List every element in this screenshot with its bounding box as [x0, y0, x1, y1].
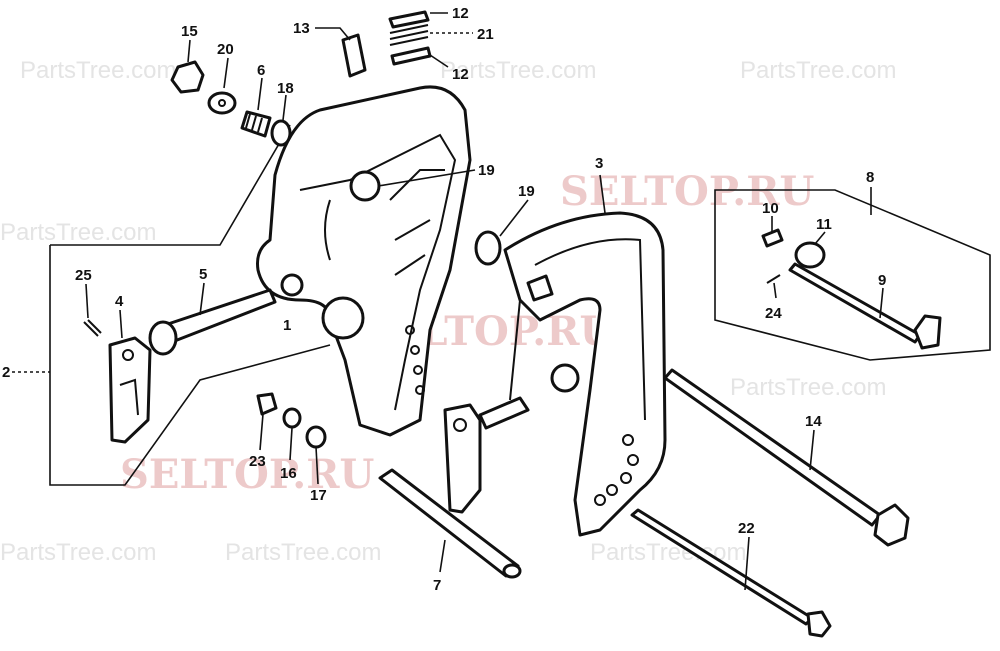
pin-10: [761, 228, 784, 248]
callout-10: 10: [762, 200, 779, 217]
clip-13: [341, 33, 367, 78]
callout-17: 17: [310, 487, 327, 504]
stern-bracket-right: [503, 211, 667, 537]
hardware-parts: [83, 10, 826, 449]
callout-23: 23: [249, 453, 266, 470]
callout-24: 24: [765, 305, 782, 322]
callout-5: 5: [199, 266, 207, 283]
washer-20: [207, 91, 237, 115]
watermark-site: PartsTree.com: [740, 57, 896, 84]
callout-4: 4: [115, 293, 124, 310]
callout-16: 16: [280, 465, 297, 482]
callout-22: 22: [738, 520, 755, 537]
callout-7: 7: [433, 577, 441, 594]
callout-19-right: 19: [518, 183, 535, 200]
watermark-site: PartsTree.com: [20, 57, 176, 84]
callout-12-top: 12: [452, 5, 469, 22]
watermark-brand: SELTOP.RU: [120, 451, 374, 498]
callout-21: 21: [477, 26, 494, 43]
callout-12-bottom: 12: [452, 66, 469, 83]
callout-19-left: 19: [478, 162, 495, 179]
watermark-site: PartsTree.com: [225, 539, 381, 566]
pin-25: [83, 319, 102, 337]
watermark-site: PartsTree.com: [0, 539, 156, 566]
callout-14: 14: [805, 413, 822, 430]
watermark-site: PartsTree.com: [0, 219, 156, 246]
washer-17: [305, 425, 327, 449]
leader-lines: [12, 12, 884, 591]
washer-18: [270, 119, 292, 147]
callout-9: 9: [878, 272, 886, 289]
rod-7: [378, 468, 522, 579]
stern-bracket-left: [256, 85, 472, 437]
spring-21: [389, 24, 429, 46]
callout-18: 18: [277, 80, 294, 97]
pin-12-lower: [390, 46, 432, 66]
pin-24: [766, 274, 781, 284]
tilt-pin: [788, 262, 942, 350]
knob-11: [794, 241, 826, 269]
nut-23: [256, 392, 278, 416]
callout-3: 3: [595, 155, 603, 172]
group-outline-8: [714, 189, 991, 361]
clamp-handle-left: [108, 336, 152, 444]
callout-6: 6: [257, 62, 265, 79]
callout-1: 1: [283, 317, 291, 334]
callout-25: 25: [75, 267, 92, 284]
long-bolt: [630, 508, 832, 638]
clamp-screw: [148, 288, 277, 356]
callout-8: 8: [866, 169, 874, 186]
clamp-handle-right: [443, 396, 530, 514]
pin-12-upper: [388, 10, 430, 29]
callout-13: 13: [293, 20, 310, 37]
callout-labels: 1 2 3 4 5 6 7 8 9 10 11 12 12 13 14 15 1…: [2, 5, 886, 594]
callout-2: 2: [2, 364, 10, 381]
watermark-site: PartsTree.com: [440, 57, 596, 84]
through-bolt: [663, 368, 910, 547]
washer-19: [474, 230, 502, 266]
callout-15: 15: [181, 23, 198, 40]
group-outline-2: [49, 124, 331, 486]
nut-15: [170, 60, 205, 94]
callout-11: 11: [816, 216, 832, 233]
washer-16: [282, 407, 302, 429]
callout-20: 20: [217, 41, 234, 58]
watermark-site: PartsTree.com: [730, 374, 886, 401]
